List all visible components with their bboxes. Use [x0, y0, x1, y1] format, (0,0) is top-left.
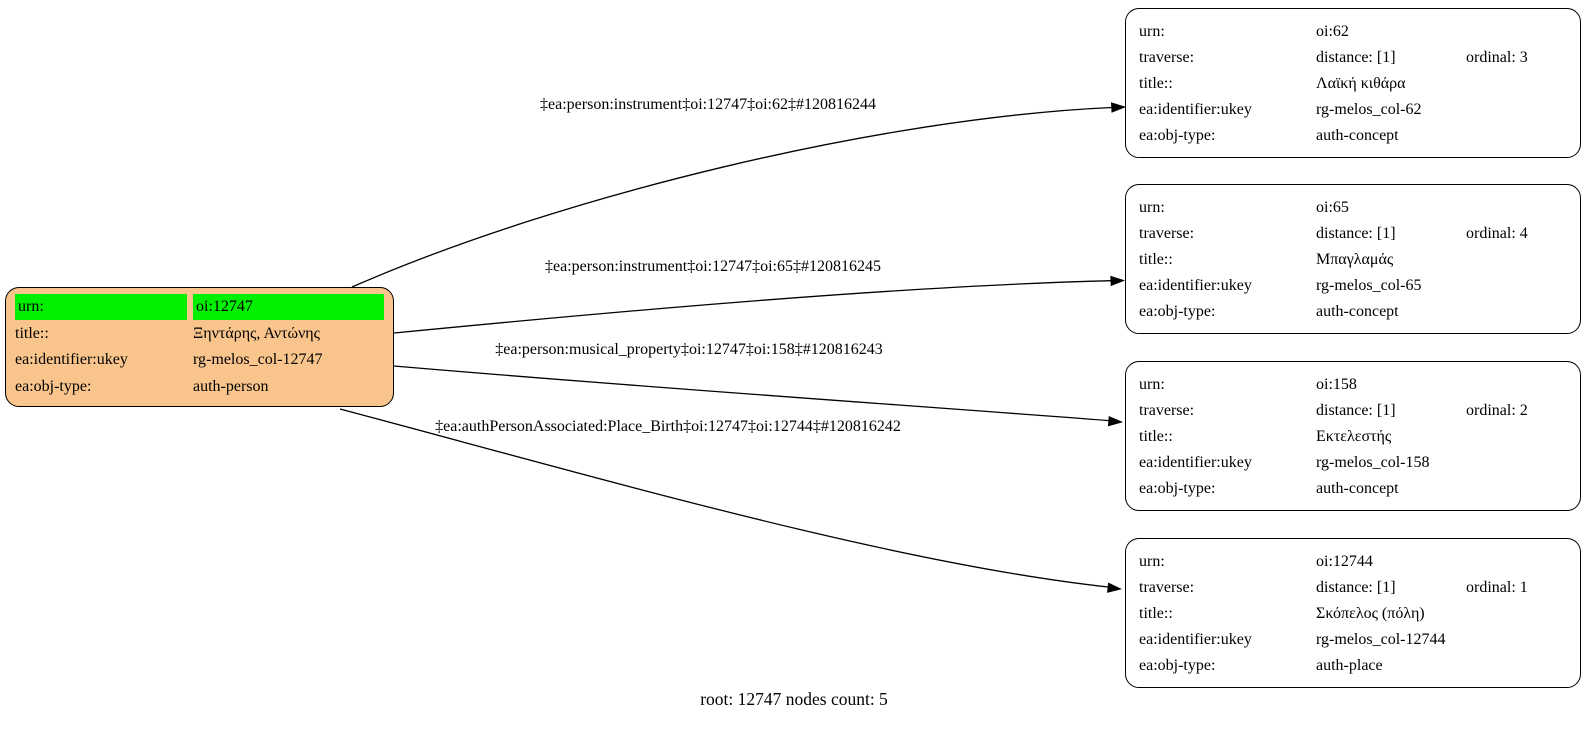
field-label-urn: urn: — [1139, 199, 1165, 216]
node-oi-158: urn: oi:158 traverse: distance: [1] ordi… — [1125, 361, 1581, 511]
traverse-ordinal: ordinal: 3 — [1466, 49, 1528, 66]
field-label-urn: urn: — [1139, 376, 1165, 393]
traverse-distance: distance: [1] — [1316, 49, 1396, 66]
root-node-oi-12747: urn: oi:12747 title:: Ξηντάρης, Αντώνης … — [5, 287, 394, 407]
field-label-objtype: ea:obj-type: — [1139, 480, 1216, 497]
field-label-traverse: traverse: — [1139, 225, 1195, 242]
root-field-label-urn: urn: — [15, 294, 187, 321]
field-value-ukey: rg-melos_col-12744 — [1316, 631, 1446, 648]
arrowhead-icon — [1110, 102, 1127, 113]
node-oi-65: urn: oi:65 traverse: distance: [1] ordin… — [1125, 184, 1581, 334]
field-value-ukey: rg-melos_col-65 — [1316, 277, 1422, 294]
traverse-ordinal: ordinal: 4 — [1466, 225, 1528, 242]
field-label-traverse: traverse: — [1139, 579, 1195, 596]
field-value-title: Λαϊκή κιθάρα — [1316, 75, 1406, 92]
root-field-value-objtype: auth-person — [193, 377, 269, 395]
edge-label-musical-property-158: ‡ea:person:musical_property‡oi:12747‡oi:… — [495, 341, 883, 358]
field-label-title: title:: — [1139, 75, 1173, 92]
field-value-ukey: rg-melos_col-158 — [1316, 454, 1430, 471]
field-label-ukey: ea:identifier:ukey — [1139, 277, 1252, 294]
root-field-value-urn: oi:12747 — [193, 294, 384, 321]
field-label-objtype: ea:obj-type: — [1139, 127, 1216, 144]
traverse-ordinal: ordinal: 2 — [1466, 402, 1528, 419]
field-label-objtype: ea:obj-type: — [1139, 303, 1216, 320]
field-value-traverse: distance: [1] ordinal: 4 — [1316, 221, 1567, 247]
root-field-label-title: title:: — [15, 324, 49, 342]
field-label-traverse: traverse: — [1139, 49, 1195, 66]
field-label-title: title:: — [1139, 251, 1173, 268]
field-value-objtype: auth-concept — [1316, 480, 1399, 497]
field-value-traverse: distance: [1] ordinal: 1 — [1316, 575, 1567, 601]
node-oi-12744: urn: oi:12744 traverse: distance: [1] or… — [1125, 538, 1581, 688]
field-value-traverse: distance: [1] ordinal: 3 — [1316, 45, 1567, 71]
field-label-title: title:: — [1139, 605, 1173, 622]
field-value-ukey: rg-melos_col-62 — [1316, 101, 1422, 118]
field-value-title: Σκόπελος (πόλη) — [1316, 605, 1425, 622]
edge-label-instrument-65: ‡ea:person:instrument‡oi:12747‡oi:65‡#12… — [545, 258, 881, 275]
field-value-urn: oi:12744 — [1316, 553, 1373, 570]
edge-label-instrument-62: ‡ea:person:instrument‡oi:12747‡oi:62‡#12… — [540, 96, 876, 113]
field-value-objtype: auth-concept — [1316, 303, 1399, 320]
field-label-title: title:: — [1139, 428, 1173, 445]
arrowhead-icon — [1110, 275, 1125, 287]
root-field-value-title: Ξηντάρης, Αντώνης — [193, 324, 321, 342]
field-label-urn: urn: — [1139, 23, 1165, 40]
traverse-distance: distance: [1] — [1316, 225, 1396, 242]
arrowhead-icon — [1107, 415, 1123, 427]
field-label-ukey: ea:identifier:ukey — [1139, 101, 1252, 118]
field-value-objtype: auth-place — [1316, 657, 1383, 674]
traverse-distance: distance: [1] — [1316, 579, 1396, 596]
edge-line-instrument-65 — [393, 280, 1112, 334]
field-value-title: Εκτελεστής — [1316, 428, 1392, 445]
field-value-title: Μπαγλαμάς — [1316, 251, 1394, 268]
root-field-label-ukey: ea:identifier:ukey — [15, 351, 128, 369]
field-value-traverse: distance: [1] ordinal: 2 — [1316, 398, 1567, 424]
field-label-objtype: ea:obj-type: — [1139, 657, 1216, 674]
node-oi-62: urn: oi:62 traverse: distance: [1] ordin… — [1125, 8, 1581, 158]
root-field-label-objtype: ea:obj-type: — [15, 377, 92, 395]
graph-caption: root: 12747 nodes count: 5 — [700, 689, 888, 709]
traverse-ordinal: ordinal: 1 — [1466, 579, 1528, 596]
root-field-value-ukey: rg-melos_col-12747 — [193, 351, 323, 369]
field-value-urn: oi:62 — [1316, 23, 1349, 40]
field-label-traverse: traverse: — [1139, 402, 1195, 419]
edge-label-place-birth-12744: ‡ea:authPersonAssociated:Place_Birth‡oi:… — [435, 418, 901, 435]
traverse-distance: distance: [1] — [1316, 402, 1396, 419]
edge-line-musical-property-158 — [393, 365, 1110, 422]
field-label-ukey: ea:identifier:ukey — [1139, 631, 1252, 648]
field-value-urn: oi:65 — [1316, 199, 1349, 216]
arrowhead-icon — [1107, 582, 1122, 593]
field-label-ukey: ea:identifier:ukey — [1139, 454, 1252, 471]
field-value-urn: oi:158 — [1316, 376, 1357, 393]
field-label-urn: urn: — [1139, 553, 1165, 570]
field-value-objtype: auth-concept — [1316, 127, 1399, 144]
